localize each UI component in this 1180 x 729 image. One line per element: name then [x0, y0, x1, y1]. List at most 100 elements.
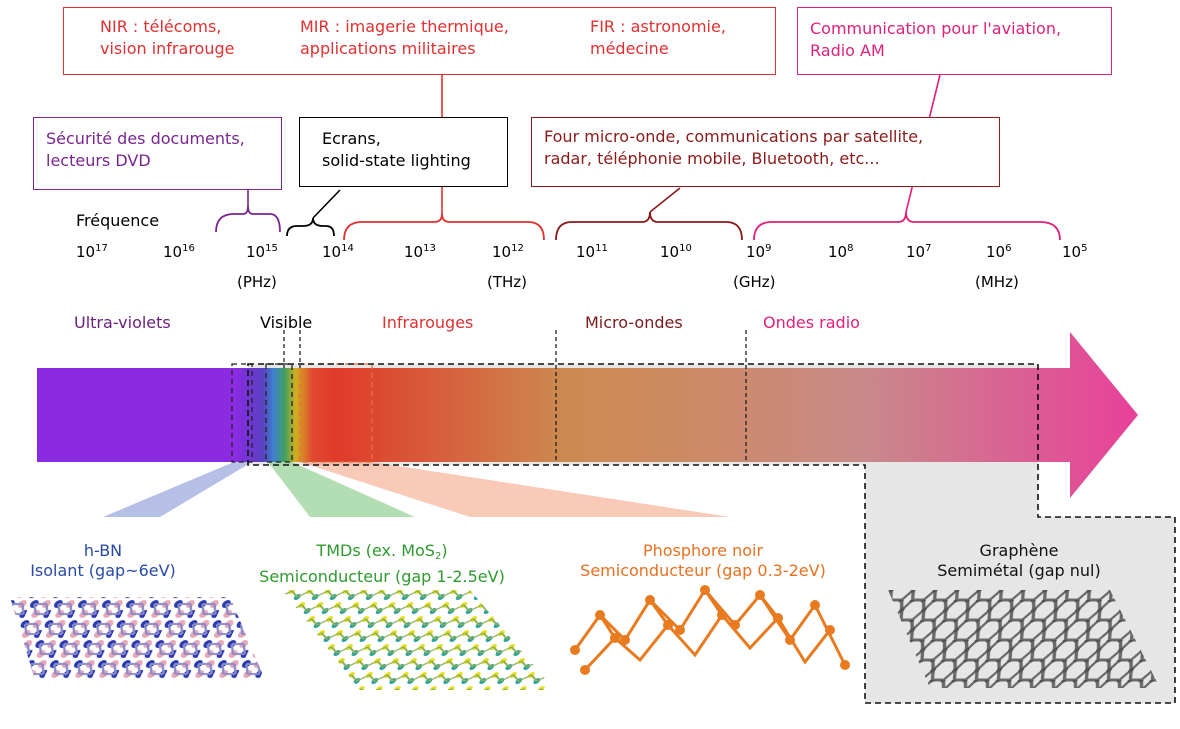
microwave-line-1: Four micro-onde, communications par sate… — [544, 127, 924, 146]
frequency-tick-exponent: 11 — [595, 243, 608, 254]
frequency-tick-label: 1011 — [576, 243, 608, 261]
unit-mhz: (MHz) — [975, 273, 1019, 291]
tmd-structure — [282, 590, 555, 690]
frequency-tick-label: 108 — [828, 243, 853, 261]
tmd-desc: Semiconducteur (gap 1-2.5eV) — [259, 567, 505, 586]
uv-line-2: lecteurs DVD — [46, 151, 151, 170]
frequency-tick-base: 10 — [163, 243, 183, 261]
fir-line-2: médecine — [590, 39, 669, 58]
visible-applications-box: Ecrans, solid-state lighting — [299, 117, 508, 187]
radio-line-2: Radio AM — [810, 41, 885, 60]
frequency-tick-exponent: 10 — [679, 243, 692, 254]
frequency-label: Fréquence — [76, 211, 160, 230]
frequency-tick-label: 1015 — [246, 243, 278, 261]
frequency-tick-exponent: 14 — [341, 243, 354, 254]
material-bp: Phosphore noir Semiconducteur (gap 0.3-2… — [550, 541, 856, 581]
frequency-tick-label: 1017 — [76, 243, 108, 261]
graphene-name: Graphène — [979, 541, 1059, 560]
tmd-name-sub: 2 — [434, 551, 442, 562]
visible-brace — [286, 217, 335, 237]
frequency-tick-exponent: 13 — [423, 243, 436, 254]
microwave-applications-box: Four micro-onde, communications par sate… — [531, 117, 1000, 187]
material-hbn: h-BN Isolant (gap~6eV) — [8, 541, 198, 581]
radio-brace — [753, 211, 1061, 241]
visible-leader — [312, 189, 341, 219]
frequency-tick-exponent: 9 — [765, 243, 772, 254]
hbn-range-box — [231, 363, 253, 463]
visible-line-1: Ecrans, — [322, 129, 381, 148]
graphene-range-box — [247, 363, 1176, 704]
frequency-tick-label: 105 — [1062, 243, 1087, 261]
fir-text: FIR : astronomie, médecine — [590, 16, 726, 60]
graphene-structure — [888, 590, 1160, 688]
tmd-name: TMDs (ex. MoS2) — [228, 541, 536, 567]
frequency-tick-base: 10 — [1062, 243, 1082, 261]
frequency-tick-exponent: 5 — [1081, 243, 1088, 254]
frequency-tick-base: 10 — [492, 243, 512, 261]
graphene-desc: Semimétal (gap nul) — [937, 561, 1101, 580]
unit-ghz: (GHz) — [733, 273, 776, 291]
tmd-name-text: TMDs (ex. MoS — [316, 541, 435, 560]
frequency-tick-base: 10 — [986, 243, 1006, 261]
frequency-tick-base: 10 — [828, 243, 848, 261]
tmd-projection — [268, 462, 415, 517]
frequency-tick-label: 1016 — [163, 243, 195, 261]
frequency-tick-exponent: 12 — [511, 243, 524, 254]
frequency-tick-base: 10 — [906, 243, 926, 261]
frequency-tick-exponent: 16 — [182, 243, 195, 254]
radio-applications-box: Communication pour l'aviation, Radio AM — [797, 7, 1112, 75]
hbn-structure — [10, 597, 265, 680]
bp-atoms — [570, 585, 850, 675]
uv-applications-box: Sécurité des documents, lecteurs DVD — [33, 117, 282, 190]
frequency-tick-exponent: 17 — [95, 243, 108, 254]
frequency-tick-label: 1010 — [660, 243, 692, 261]
ir-brace — [343, 213, 545, 241]
region-microwave-label: Micro-ondes — [585, 313, 683, 332]
mir-text: MIR : imagerie thermique, applications m… — [300, 16, 509, 60]
nir-line-1: NIR : télécoms, — [100, 17, 222, 36]
hbn-name: h-BN — [83, 541, 123, 560]
frequency-tick-label: 106 — [986, 243, 1011, 261]
material-graphene: Graphène Semimétal (gap nul) — [916, 541, 1122, 581]
bp-range-box — [299, 363, 373, 463]
frequency-tick-label: 109 — [746, 243, 771, 261]
region-uv-label: Ultra-violets — [74, 313, 171, 332]
mir-line-2: applications militaires — [300, 39, 476, 58]
frequency-tick-exponent: 6 — [1005, 243, 1012, 254]
region-visible-label: Visible — [260, 313, 313, 332]
unit-thz: (THz) — [487, 273, 528, 291]
bp-desc: Semiconducteur (gap 0.3-2eV) — [580, 561, 826, 580]
visible-line-2: solid-state lighting — [322, 151, 471, 170]
region-radio-label: Ondes radio — [763, 313, 860, 332]
bp-name: Phosphore noir — [642, 541, 764, 560]
frequency-tick-label: 1013 — [404, 243, 436, 261]
bp-structure — [573, 587, 847, 672]
frequency-tick-base: 10 — [246, 243, 266, 261]
infrared-applications-box: NIR : télécoms, vision infrarouge MIR : … — [63, 7, 776, 75]
nir-text: NIR : télécoms, vision infrarouge — [100, 16, 234, 60]
mw-brace — [555, 211, 743, 241]
uv-brace — [215, 205, 281, 233]
frequency-tick-base: 10 — [404, 243, 424, 261]
frequency-tick-base: 10 — [76, 243, 96, 261]
frequency-tick-base: 10 — [660, 243, 680, 261]
frequency-tick-base: 10 — [746, 243, 766, 261]
nir-line-2: vision infrarouge — [100, 39, 235, 58]
spectrum-arrow — [37, 332, 1138, 498]
frequency-tick-label: 1014 — [322, 243, 354, 261]
frequency-tick-base: 10 — [322, 243, 342, 261]
hbn-desc: Isolant (gap~6eV) — [30, 561, 176, 580]
radio-line-1: Communication pour l'aviation, — [810, 19, 1062, 38]
frequency-tick-base: 10 — [576, 243, 596, 261]
mw-leader — [649, 187, 681, 213]
uv-line-1: Sécurité des documents, — [46, 129, 245, 148]
hbn-projection — [103, 462, 252, 517]
fir-line-1: FIR : astronomie, — [590, 17, 726, 36]
frequency-tick-label: 107 — [906, 243, 931, 261]
microwave-line-2: radar, téléphonie mobile, Bluetooth, etc… — [544, 149, 880, 168]
frequency-tick-exponent: 7 — [925, 243, 932, 254]
frequency-tick-exponent: 15 — [265, 243, 278, 254]
frequency-tick-exponent: 8 — [847, 243, 854, 254]
region-infrared-label: Infrarouges — [382, 313, 474, 332]
